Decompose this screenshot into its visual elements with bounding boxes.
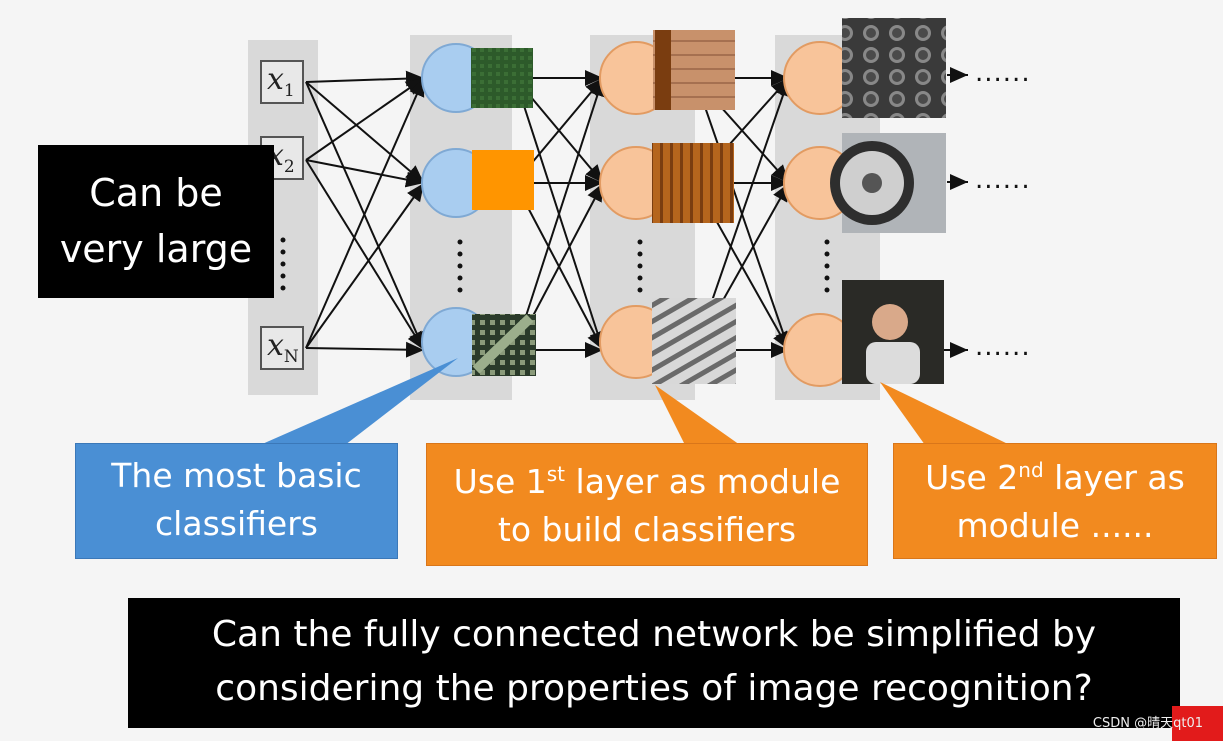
layer3-patches bbox=[830, 18, 946, 384]
layer2-patches bbox=[652, 30, 736, 384]
output-dots-2: ...... bbox=[975, 165, 1031, 195]
basic-classifiers-callout: The most basic classifiers bbox=[75, 443, 398, 559]
second-callout-line1: Use 2nd layer as bbox=[925, 458, 1185, 497]
large-input-label-line2: very large bbox=[59, 227, 253, 271]
first-layer-callout: Use 1st layer as module to build classif… bbox=[426, 443, 868, 566]
input-x1: x1 bbox=[260, 60, 304, 104]
input-xn-sub: N bbox=[283, 347, 299, 367]
connections-input-to-layer1 bbox=[305, 70, 425, 358]
large-input-label-line1: Can be bbox=[89, 171, 223, 215]
column-ellipses bbox=[280, 237, 830, 293]
input-x2-sub: 2 bbox=[283, 157, 295, 177]
output-dots-3: ...... bbox=[975, 332, 1031, 362]
question-banner: Can the fully connected network be simpl… bbox=[128, 598, 1180, 728]
input-x1-var: x bbox=[267, 62, 284, 97]
question-line1: Can the fully connected network be simpl… bbox=[211, 614, 1097, 655]
first-callout-line2: to build classifiers bbox=[497, 510, 797, 549]
basic-callout-pointer bbox=[260, 358, 458, 445]
first-callout-pointer bbox=[655, 385, 740, 445]
first-callout-line1: Use 1st layer as module bbox=[453, 462, 841, 501]
connections-layer1-to-layer2 bbox=[514, 70, 606, 358]
basic-callout-line2: classifiers bbox=[155, 504, 318, 543]
input-x1-sub: 1 bbox=[283, 81, 295, 101]
layer3-neurons bbox=[783, 41, 857, 387]
basic-callout-line1: The most basic bbox=[111, 456, 362, 495]
output-dots-1: ...... bbox=[975, 58, 1031, 88]
second-callout-line2: module ...... bbox=[956, 506, 1154, 545]
watermark: CSDN @晴天qt01 bbox=[1092, 716, 1203, 731]
second-callout-pointer bbox=[880, 382, 1010, 445]
layer1-patches bbox=[471, 48, 536, 376]
large-input-label: Can be very large bbox=[38, 145, 274, 298]
logo-corner-mark bbox=[1172, 706, 1223, 741]
output-arrows bbox=[944, 67, 968, 358]
input-xn-var: x bbox=[267, 328, 284, 363]
input-xn: xN bbox=[260, 326, 304, 370]
second-layer-callout: Use 2nd layer as module ...... bbox=[893, 443, 1217, 559]
question-line2: considering the properties of image reco… bbox=[215, 668, 1093, 709]
